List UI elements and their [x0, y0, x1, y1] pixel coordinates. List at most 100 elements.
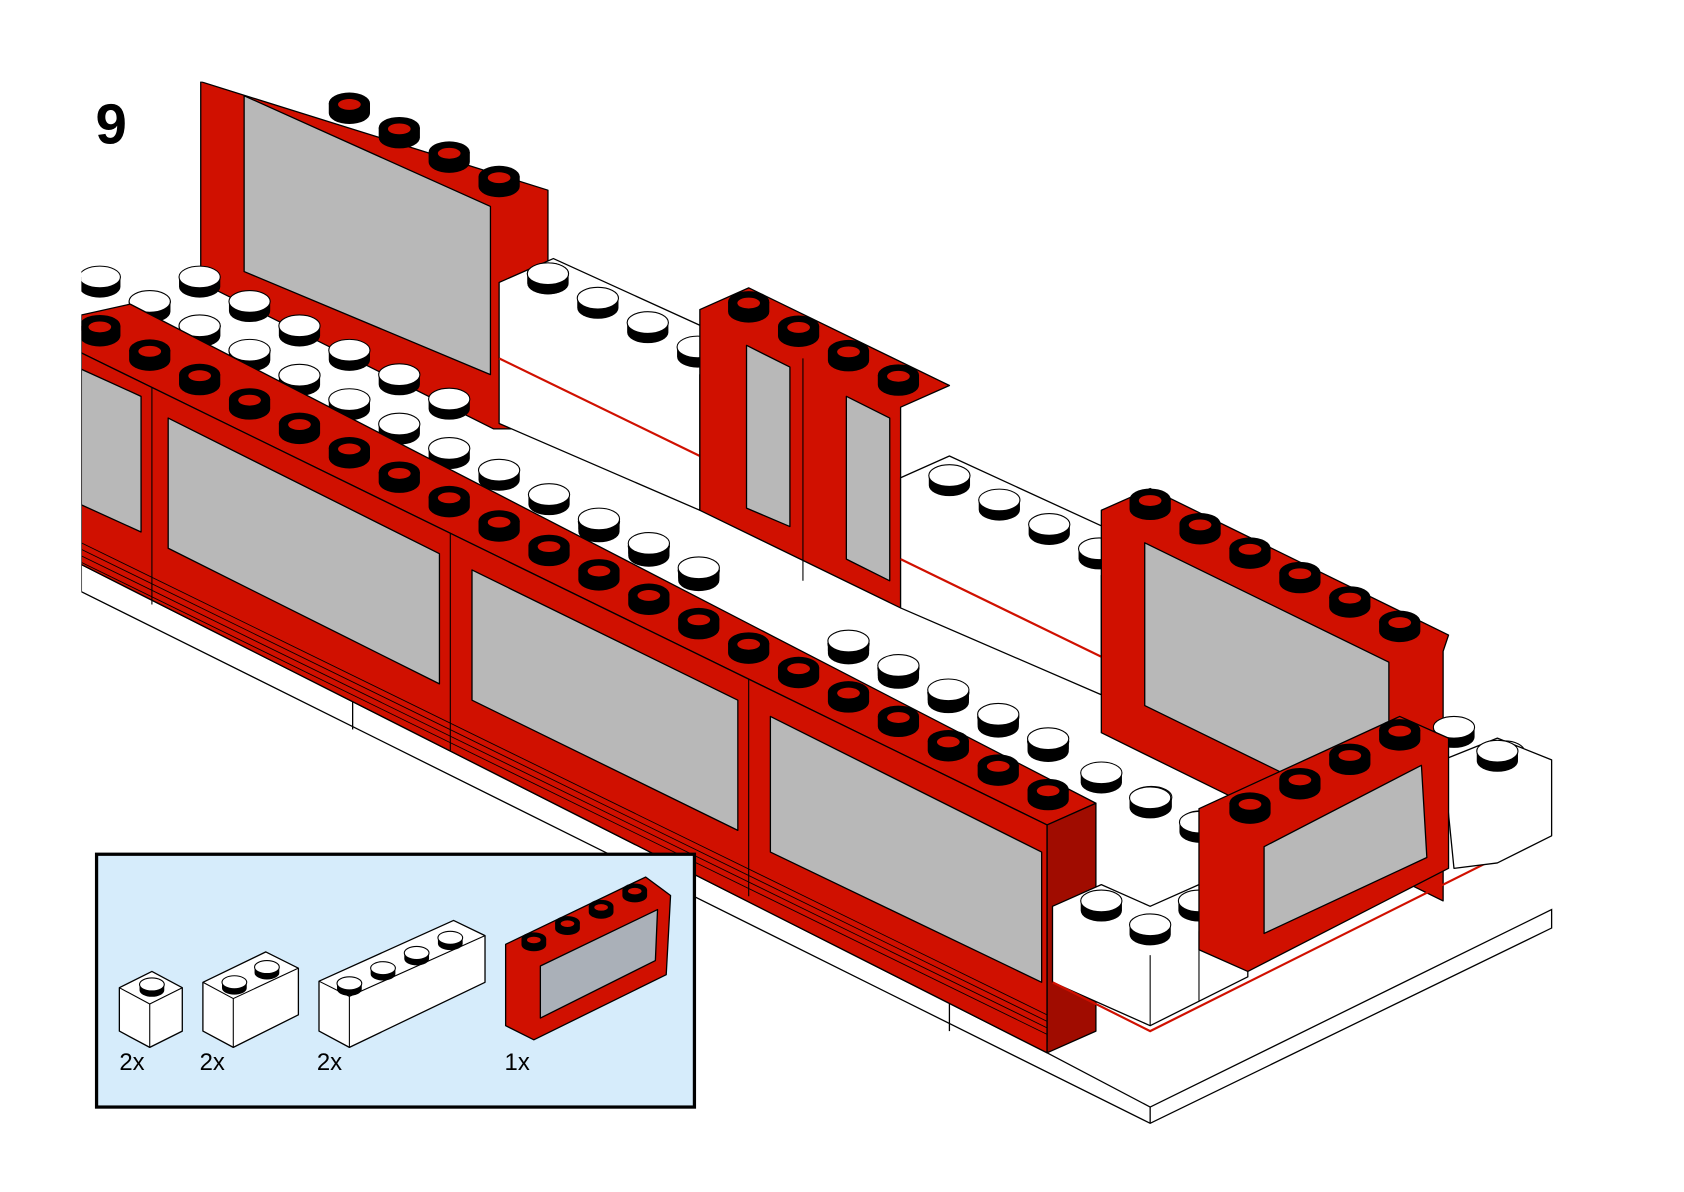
- stud-top: [1128, 786, 1172, 810]
- stud-hole: [1036, 785, 1060, 797]
- glass-pane: [243, 95, 492, 376]
- stud-hole: [837, 346, 860, 358]
- red-stud: [728, 632, 770, 664]
- white-stud: [526, 262, 570, 295]
- stud-top: [178, 265, 221, 289]
- white-stud: [221, 975, 248, 995]
- white-stud: [977, 702, 1020, 735]
- parts-list-callout: 2x 2x 2x 1x: [94, 852, 697, 1109]
- red-stud: [555, 916, 580, 935]
- part-brick-1x1: [118, 970, 183, 1049]
- red-stud: [129, 339, 171, 371]
- stud-top: [328, 338, 371, 362]
- step-number: 9: [95, 93, 126, 156]
- red-stud: [1279, 561, 1321, 594]
- stud-top: [677, 556, 720, 580]
- stud-hole: [587, 565, 611, 577]
- white-stud: [378, 363, 421, 396]
- red-stud: [1229, 537, 1271, 569]
- door-frame: [699, 287, 951, 609]
- stud-top: [278, 314, 321, 338]
- new-part-outline: [1052, 829, 1553, 1033]
- sill-line: [81, 561, 1048, 1035]
- stud-hole: [1388, 725, 1412, 737]
- white-stud: [527, 483, 571, 516]
- part-brick-1x2: [202, 951, 300, 1049]
- glass-pane-right: [845, 395, 891, 582]
- part-qty-1: 2x: [119, 1049, 144, 1076]
- glass-pane: [539, 908, 659, 1019]
- white-stud: [928, 464, 971, 497]
- base-plate: [81, 563, 1553, 1125]
- stud-top: [928, 464, 971, 487]
- stud-top: [378, 363, 421, 387]
- white-stud: [178, 265, 221, 298]
- white-stud: [336, 976, 363, 996]
- red-stud: [927, 730, 969, 762]
- stud-hole: [637, 590, 661, 601]
- front-window-wall: [81, 303, 1097, 1054]
- stud-hole: [787, 322, 810, 333]
- red-stud: [1229, 792, 1271, 824]
- red-stud: [1129, 488, 1171, 521]
- white-stud: [403, 945, 430, 966]
- stud-top: [138, 977, 165, 992]
- stud-hole: [537, 541, 561, 553]
- stud-top: [221, 975, 248, 990]
- red-stud: [827, 681, 870, 713]
- red-stud: [478, 165, 520, 198]
- part-qty-4: 1x: [505, 1049, 530, 1076]
- stud-hole: [560, 920, 575, 927]
- stud-hole: [338, 99, 361, 110]
- white-stud: [626, 311, 669, 344]
- white-stud: [1128, 786, 1172, 819]
- stud-top: [278, 363, 321, 387]
- red-stud: [877, 705, 920, 738]
- stud-hole: [1288, 774, 1312, 786]
- brick: [318, 919, 486, 1049]
- stud-hole: [936, 736, 960, 748]
- red-stud: [827, 339, 870, 372]
- stud-top: [927, 678, 970, 702]
- stud-hole: [188, 370, 211, 382]
- red-stud: [1379, 610, 1421, 643]
- stud-hole: [887, 370, 910, 382]
- stud-top: [877, 654, 920, 677]
- white-stud: [1432, 715, 1476, 748]
- stud-top: [81, 265, 121, 289]
- window-glass-pane: [471, 569, 739, 832]
- stud-hole: [1338, 592, 1362, 604]
- stud-top: [403, 945, 430, 961]
- red-stud: [378, 461, 420, 493]
- stud-hole: [437, 147, 461, 159]
- white-stud: [1027, 727, 1070, 760]
- white-stud: [1080, 889, 1123, 922]
- white-stud: [138, 977, 165, 997]
- stud-top: [577, 507, 621, 531]
- window-glass-pane: [81, 368, 142, 533]
- stud-top: [827, 629, 870, 653]
- red-stud: [1379, 719, 1421, 751]
- white-stud: [627, 531, 671, 564]
- stud-hole: [986, 760, 1010, 772]
- white-stud: [978, 488, 1021, 521]
- model-assembly: [81, 81, 1553, 1125]
- stud-hole: [1238, 543, 1262, 555]
- stud-hole: [627, 887, 642, 895]
- stud-hole: [527, 936, 541, 944]
- white-bricks-front-right: [1051, 737, 1553, 1033]
- red-stud: [1329, 586, 1371, 618]
- stud-hole: [487, 172, 511, 184]
- stud-top: [370, 961, 396, 976]
- white-stud: [370, 961, 396, 981]
- brick-seam: [900, 558, 1102, 658]
- red-stud: [578, 559, 620, 591]
- sill-line: [81, 548, 1048, 1022]
- stud-top: [228, 290, 271, 313]
- stud-hole: [887, 712, 910, 723]
- stud-top: [428, 387, 471, 411]
- stud-hole: [437, 492, 461, 504]
- window-frame-back-left: [200, 81, 549, 430]
